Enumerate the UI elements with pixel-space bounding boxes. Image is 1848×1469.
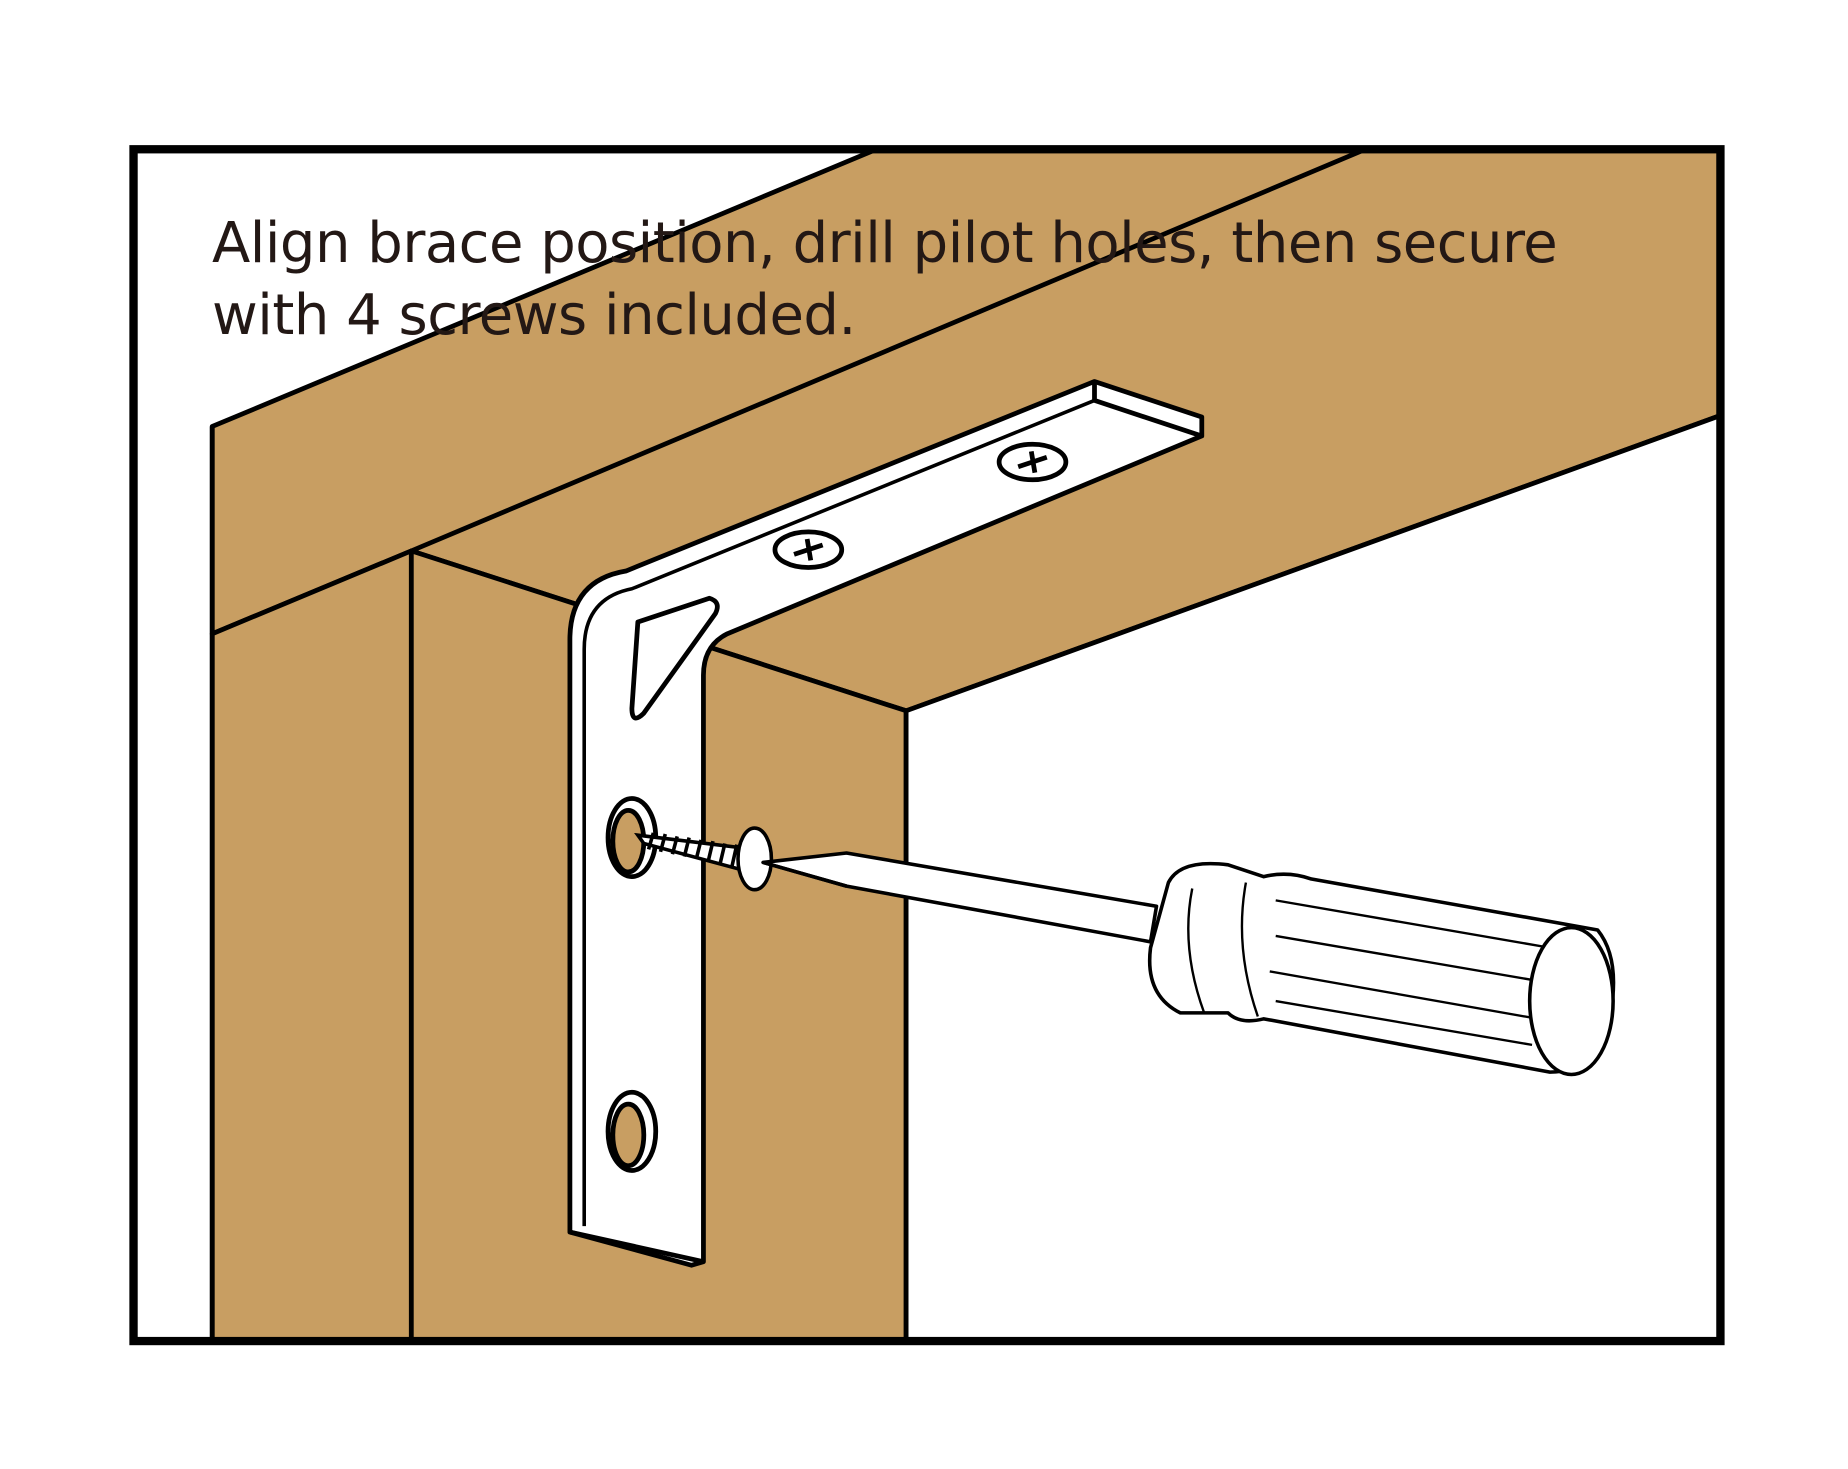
l-corner-brace [567,379,1205,1268]
instruction-line-1: Align brace position, drill pilot holes,… [212,211,1558,276]
screwdriver [761,851,1616,1077]
screw-head-icon [772,529,845,570]
screw [634,826,774,892]
instruction-line-2: with 4 screws included. [212,283,856,348]
instruction-text: Align brace position, drill pilot holes,… [212,208,1632,352]
diagram-border [129,145,1725,1346]
left-post [209,548,414,1339]
screw-head-icon [996,441,1069,483]
